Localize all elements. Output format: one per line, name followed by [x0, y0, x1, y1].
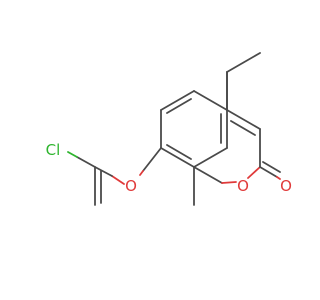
ethyl-group: [226, 52, 261, 111]
benzene-ring: [160, 90, 228, 168]
molecule-structure: O O O Cl: [46, 52, 292, 206]
ether-oxygen-label: O: [125, 177, 137, 195]
carbonyl-group: [259, 161, 281, 180]
ring-oxygen-label: O: [237, 177, 249, 195]
carbonyl-oxygen-label: O: [280, 177, 292, 195]
chlorine-label: Cl: [46, 141, 61, 159]
chloroallyl-ether-chain: [67, 147, 162, 206]
